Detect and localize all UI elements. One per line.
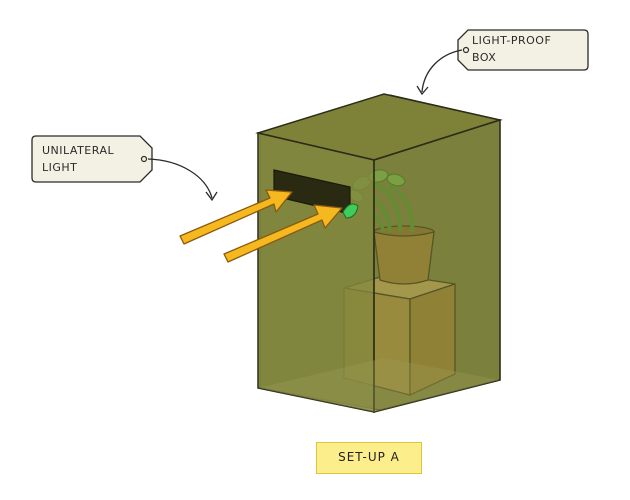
curved-pointer-arrow	[416, 49, 463, 96]
tag-label-unilateral-light: UNILATERAL LIGHT	[42, 142, 114, 176]
light-arrow	[179, 189, 293, 245]
box-floor	[258, 358, 500, 412]
light-arrow	[223, 204, 343, 263]
tag-label-light-proof-box: LIGHT-PROOF BOX	[472, 32, 551, 66]
tag-light-proof-box	[457, 29, 589, 71]
tag-line: LIGHT-PROOF	[472, 34, 552, 47]
tag-line: LIGHT	[42, 161, 78, 174]
setup-caption: SET-UP A	[316, 442, 422, 474]
curved-pointer-arrow	[147, 158, 218, 202]
tag-line: BOX	[472, 51, 497, 64]
tag-unilateral-light	[31, 135, 153, 183]
box-side-face	[373, 118, 501, 413]
tag-line: UNILATERAL	[42, 144, 115, 157]
